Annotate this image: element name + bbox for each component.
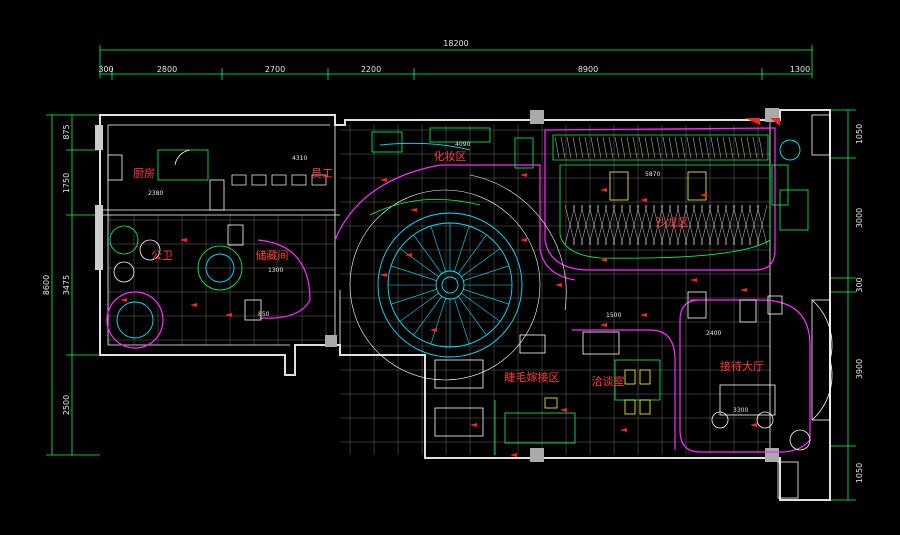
label-storage: 储藏间	[256, 248, 289, 262]
dim-top-6: 1300	[790, 65, 810, 74]
groom-area	[434, 329, 676, 455]
dim-right-4: 3900	[855, 359, 864, 379]
dim-left-2: 1750	[62, 173, 71, 193]
dim-right-2: 3000	[855, 208, 864, 228]
label-makeup: 化妆区	[434, 149, 467, 163]
dim-right-1: 1050	[855, 124, 864, 144]
note-2400: 2400	[706, 330, 721, 337]
lobby-area	[679, 291, 811, 453]
note-3300: 3300	[733, 407, 748, 414]
label-consult: 洽谈室	[592, 374, 625, 388]
note-5870: 5870	[645, 171, 660, 178]
label-groom: 睫毛嫁接区	[505, 370, 560, 384]
dim-left-4: 2500	[62, 395, 71, 415]
dim-right-3: 300	[855, 277, 864, 292]
note-4310: 4310	[292, 155, 307, 162]
dim-total-height: 8600	[42, 275, 51, 295]
dim-right-5: 1050	[855, 463, 864, 483]
salon-area	[544, 127, 809, 271]
label-salon: 沙龙区	[656, 216, 689, 229]
dim-top-4: 2200	[361, 65, 381, 74]
left-rooms	[106, 149, 341, 349]
dim-top-2: 2800	[157, 65, 177, 74]
label-restroom: 公卫	[151, 249, 173, 262]
note-850: 850	[258, 311, 270, 318]
note-4090: 4090	[455, 141, 470, 148]
ceiling-grid	[108, 125, 770, 455]
dimension-labels: 18200 300 2800 2700 2200 8900 1300 8600 …	[42, 39, 864, 483]
note-1300: 1300	[268, 267, 283, 274]
note-2380: 2380	[148, 190, 163, 197]
dim-total-width: 18200	[443, 39, 468, 48]
makeup-area	[334, 127, 576, 381]
note-1500: 1500	[606, 312, 621, 319]
room-labels: 厨房 员工 化妆区 沙龙区 公卫 储藏间 睫毛嫁接区 洽谈室 接待大厅	[133, 149, 764, 388]
label-lobby: 接待大厅	[720, 359, 764, 373]
label-kitchen: 厨房	[133, 167, 155, 180]
dim-top-3: 2700	[265, 65, 285, 74]
dim-top-1: 300	[98, 65, 113, 74]
dim-left-3: 3475	[62, 275, 71, 295]
dim-left-1: 875	[62, 124, 71, 139]
dimension-lines	[46, 45, 856, 501]
label-staff: 员工	[311, 167, 333, 180]
red-markers	[120, 173, 757, 457]
annotations: 4310 4090 5870 3300 2380 1300 850 1500 2…	[148, 141, 748, 414]
dim-top-5: 8900	[578, 65, 598, 74]
